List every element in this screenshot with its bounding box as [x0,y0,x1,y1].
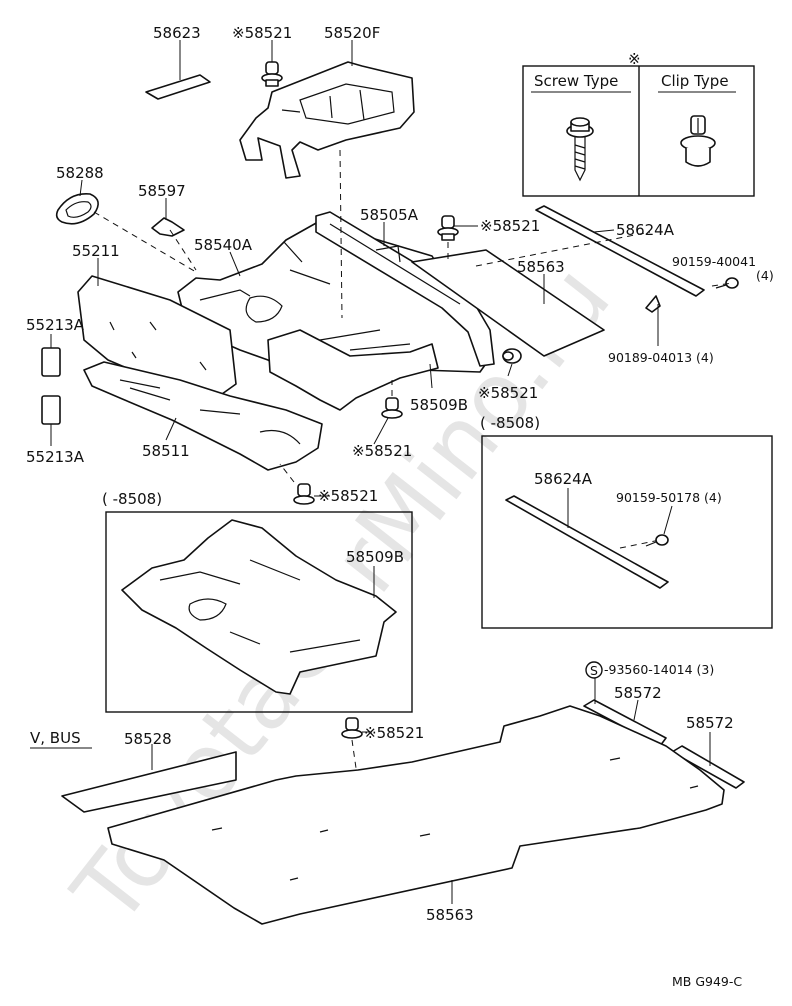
callout-s-mark: S [590,663,598,678]
callout-90159-40041: 90159-40041 [672,254,756,269]
range-label-right: ( -8508) [480,414,540,432]
part-58624A-strip-lower [505,495,669,589]
callout-58509B-upper: 58509B [410,396,468,414]
alignment-lines [93,149,733,769]
part-58597-clip [151,217,185,237]
part-58509B-floor-upper [267,329,439,411]
callout-90189-04013: 90189-04013 (4) [608,350,714,365]
callout-90159-50178: 90159-50178 (4) [616,490,722,505]
part-58623-bracket [145,74,211,100]
drawing-code: MB G949-C [672,974,742,989]
callout-58521-upper-right: ※58521 [480,217,540,235]
callout-qty-4-upper: (4) [756,268,774,283]
callout-58509B-lower: 58509B [346,548,404,566]
clip-icon [680,115,716,167]
part-58521-clip-center [293,483,315,505]
callout-55211: 55211 [72,242,120,260]
callout-58597: 58597 [138,182,186,200]
callout-58521-bottom: ※58521 [364,724,424,742]
part-58521-clip-upper-right [437,215,459,241]
part-90159-40041-screw [715,277,739,289]
callout-58623: 58623 [153,24,201,42]
range-box-left [105,511,413,713]
legend-screw-label: Screw Type [534,72,618,90]
part-58521-clip-bottom [341,717,363,739]
part-55213A-pad-upper [41,347,61,377]
range-box-right [481,435,773,629]
callout-55213A-upper: 55213A [26,316,85,334]
callout-58563-upper: 58563 [517,258,565,276]
part-58509B-floor-lower [121,519,397,695]
part-58511-floor-pan [83,361,323,471]
part-58520F-cover [239,61,415,179]
part-90189-04013-nut [645,295,661,313]
part-58505A-rail [315,211,495,367]
callout-58505A: 58505A [360,206,419,224]
callout-93560-14014: -93560-14014 (3) [604,662,714,677]
callout-58572-a: 58572 [614,684,662,702]
screw-icon [566,117,594,182]
callout-58511: 58511 [142,442,190,460]
callout-58520F: 58520F [324,24,380,42]
callout-58521-mid-right: ※58521 [478,384,538,402]
fastener-legend: ※ Screw Type Clip Type [522,50,755,197]
part-58563-floor-mat [107,705,725,925]
legend-mark: ※ [628,50,641,68]
part-55213A-pad-lower [41,395,61,425]
callout-58540A: 58540A [194,236,253,254]
callout-58624A-upper: 58624A [616,221,675,239]
range-label-left: ( -8508) [102,490,162,508]
callout-labels: 58623 ※58521 58520F 58288 58597 58505A ※… [26,24,774,924]
part-58624A-strip-upper [535,205,705,297]
legend-clip-label: Clip Type [661,72,729,90]
leader-lines [50,40,711,904]
callout-58528: 58528 [124,730,172,748]
part-58288-grommet [55,193,99,225]
part-58521-clip-mid-right [502,348,522,364]
callout-58521-lower-mid: ※58521 [352,442,412,460]
callout-58521-center: ※58521 [318,487,378,505]
callout-58624A-lower: 58624A [534,470,593,488]
part-58563-panel-upper [411,249,605,357]
part-58521-clip-top [261,61,283,87]
callout-58288: 58288 [56,164,104,182]
callout-58521-top: ※58521 [232,24,292,42]
callout-58572-b: 58572 [686,714,734,732]
part-58528-strip [61,751,237,813]
variant-label: V, BUS [30,729,81,747]
callout-58563-lower: 58563 [426,906,474,924]
part-58572-bracket-b [671,745,745,789]
callout-55213A-lower: 55213A [26,448,85,466]
part-58521-clip-lower-mid [381,397,403,419]
part-90159-50178-screw [645,534,669,547]
